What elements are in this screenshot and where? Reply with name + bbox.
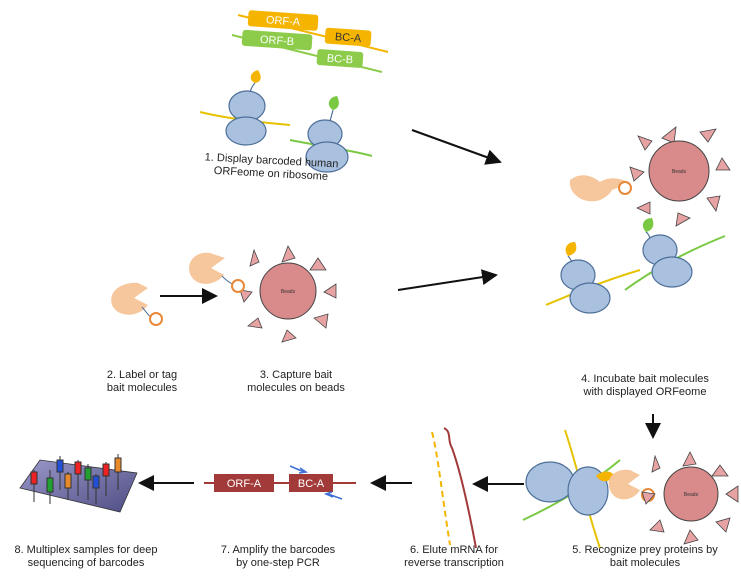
step-5-line2: bait molecules xyxy=(609,557,681,569)
bead-label: Beads xyxy=(281,289,296,295)
orf-a-box xyxy=(247,10,319,31)
step-5-caption: 5. Recognize prey proteins by bait molec… xyxy=(555,544,735,570)
step-3-line2: molecules on beads xyxy=(247,382,345,394)
arrow-3-to-4 xyxy=(397,269,498,291)
step-4-line2: with displayed ORFeome xyxy=(583,386,707,398)
orf-b-box xyxy=(241,29,313,51)
bead-step4: Beads xyxy=(569,126,731,227)
step-2-caption: 2. Label or tag bait molecules xyxy=(72,369,212,395)
bead-label: Beads xyxy=(684,492,699,498)
bc-b-box xyxy=(316,49,364,68)
step-4-line1: 4. Incubate bait molecules xyxy=(581,373,709,385)
step-7-line2: by one-step PCR xyxy=(236,557,320,569)
ribosome-complex-b xyxy=(289,96,373,173)
pcr-product-step7: ORF-A BC-A xyxy=(204,465,356,500)
step-6-line1: 6. Elute mRNA for xyxy=(409,544,499,556)
step-7-line1: 7. Amplify the barcodes xyxy=(220,544,336,556)
bc-b-label: BC-B xyxy=(326,53,353,67)
bait-molecule-step2 xyxy=(111,282,163,326)
step-3-caption: 3. Capture bait molecules on beads xyxy=(226,369,366,395)
step-8-line2: sequencing of barcodes xyxy=(27,557,145,569)
step-2-line2: bait molecules xyxy=(106,382,178,394)
step-2-line1: 2. Label or tag xyxy=(106,369,178,381)
step-6-caption: 6. Elute mRNA for reverse transcription xyxy=(384,544,524,570)
orf-a-label: ORF-A xyxy=(266,14,302,28)
orf-a-pcr-label: ORF-A xyxy=(227,478,262,490)
bead-step3: Beads xyxy=(189,245,337,343)
orf-constructs: ORF-A BC-A ORF-B BC-B xyxy=(231,10,389,73)
step-7-caption: 7. Amplify the barcodes by one-step PCR xyxy=(198,544,358,570)
bead-label: Beads xyxy=(672,169,687,175)
ribosome-complex-a xyxy=(199,70,291,146)
sequencing-plate-step8 xyxy=(19,454,138,513)
bc-a-pcr-label: BC-A xyxy=(298,478,325,490)
mrna-step6 xyxy=(431,427,477,549)
arrow-1-to-4 xyxy=(411,129,502,165)
orf-b-label: ORF-B xyxy=(260,34,295,48)
step-8-caption: 8. Multiplex samples for deep sequencing… xyxy=(0,544,172,570)
step-6-line2: reverse transcription xyxy=(404,557,504,569)
step-5-line1: 5. Recognize prey proteins by xyxy=(572,544,718,556)
ribosome-complex-step4 xyxy=(545,218,726,314)
step-4-caption: 4. Incubate bait molecules with displaye… xyxy=(560,373,730,399)
bc-a-box xyxy=(324,27,372,47)
flow-arrows xyxy=(138,129,661,492)
step-8-line1: 8. Multiplex samples for deep xyxy=(14,544,158,556)
recognition-step5: Beads xyxy=(522,429,739,549)
step-3-line1: 3. Capture bait xyxy=(259,369,333,381)
bc-a-label: BC-A xyxy=(334,31,362,45)
